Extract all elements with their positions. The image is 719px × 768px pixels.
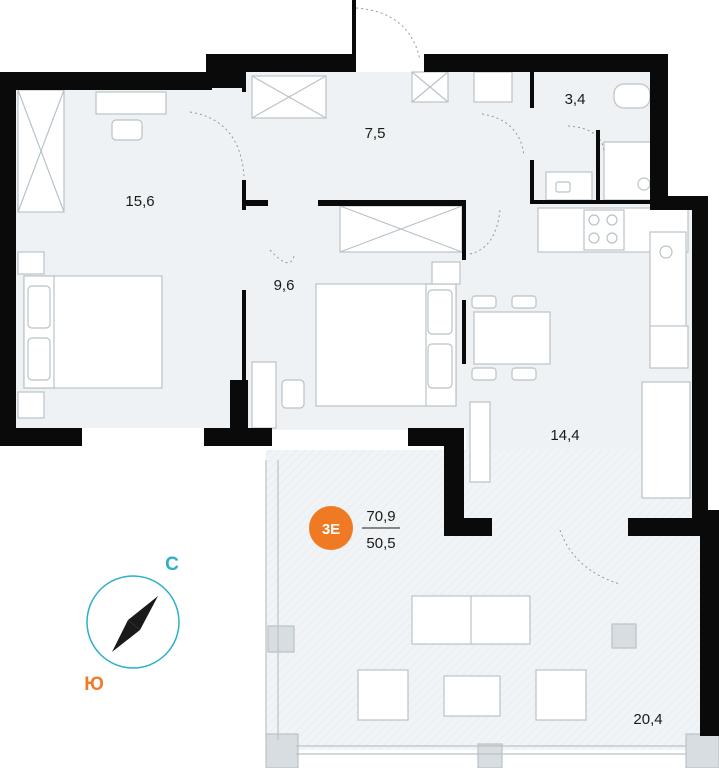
terrace-column-right <box>611 623 637 649</box>
area-bedroom-left: 15,6 <box>125 193 154 210</box>
apartment-code-circle <box>309 506 353 550</box>
terrace-column-left <box>267 625 295 653</box>
desk-left <box>95 91 167 115</box>
area-kitchen-living: 14,4 <box>550 427 579 444</box>
area-hallway: 7,5 <box>365 125 386 142</box>
apartment-badge: 3Е 70,9 50,5 <box>309 506 400 552</box>
door-swings <box>189 7 621 585</box>
area-terrace: 20,4 <box>633 711 662 728</box>
dining-table <box>473 311 551 365</box>
furniture <box>17 71 719 768</box>
compass-north-label: С <box>165 554 179 575</box>
compass-south-label: Ю <box>84 674 104 695</box>
terrace-chair-right <box>535 669 587 721</box>
fridge <box>649 325 689 369</box>
sofa-kitchen <box>641 381 691 499</box>
living-area: 50,5 <box>366 535 395 552</box>
compass-needle-north <box>128 596 158 630</box>
terrace-chair-left <box>357 669 409 721</box>
room-labels: 15,6 7,5 3,4 9,6 14,4 20,4 <box>125 91 662 728</box>
area-bedroom-middle: 9,6 <box>274 277 295 294</box>
area-bathroom: 3,4 <box>565 91 586 108</box>
chair-left <box>111 119 143 141</box>
desk-middle <box>251 361 277 429</box>
compass: С Ю <box>84 554 180 695</box>
apartment-code: 3Е <box>322 521 340 538</box>
total-area: 70,9 <box>366 508 395 525</box>
compass-needle-south <box>112 620 140 652</box>
compass-ring <box>86 575 180 669</box>
terrace-table <box>443 675 501 717</box>
toilet <box>613 83 651 109</box>
walls <box>0 0 719 736</box>
